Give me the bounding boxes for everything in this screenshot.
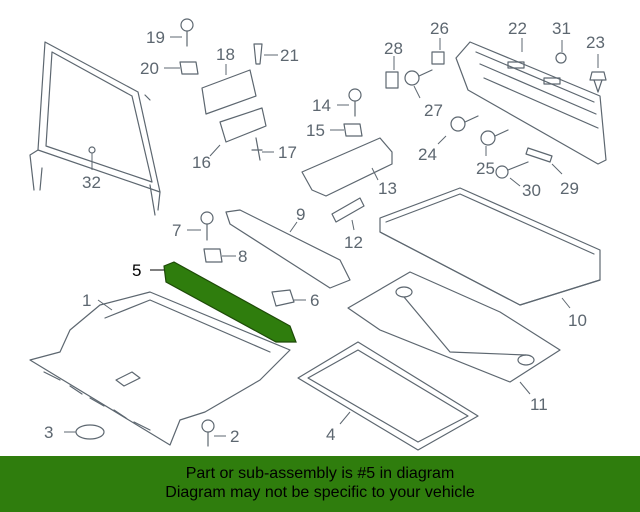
part-9-trim[interactable] (225, 209, 351, 289)
callout-18: 18 (216, 45, 235, 64)
callout-15: 15 (306, 121, 325, 140)
info-banner: Part or sub-assembly is #5 in diagram Di… (0, 456, 640, 512)
part-1-trim-panel[interactable] (29, 291, 291, 446)
part-5-highlighted[interactable] (163, 261, 297, 343)
callout-20: 20 (140, 59, 159, 78)
part-7-screw[interactable] (200, 211, 214, 241)
part-25-bolt[interactable] (480, 129, 509, 146)
callout-17: 17 (278, 143, 297, 162)
part-19-screw[interactable] (180, 18, 194, 47)
part-14-screw[interactable] (348, 88, 362, 117)
banner-line-2: Diagram may not be specific to your vehi… (165, 484, 475, 501)
part-28-clip[interactable] (385, 71, 399, 89)
parts-diagram: 32 19 20 18 21 16 17 14 15 13 (29, 18, 607, 451)
part-15-nut[interactable] (343, 123, 363, 137)
callout-16: 16 (192, 153, 211, 172)
callout-26: 26 (430, 19, 449, 38)
callout-9: 9 (296, 205, 305, 224)
part-3-plug[interactable] (75, 424, 105, 440)
part-26-pad[interactable] (431, 51, 445, 65)
callout-21: 21 (280, 46, 299, 65)
part-20-nut[interactable] (179, 61, 199, 75)
part-31-screw[interactable] (555, 52, 567, 64)
part-18-bracket[interactable] (201, 69, 257, 115)
callout-29: 29 (560, 179, 579, 198)
callout-23: 23 (586, 33, 605, 52)
callout-14: 14 (312, 96, 331, 115)
callout-19: 19 (146, 28, 165, 47)
callout-13: 13 (378, 179, 397, 198)
callout-6: 6 (310, 291, 319, 310)
part-17-clip[interactable] (251, 137, 263, 161)
callout-1: 1 (82, 291, 91, 310)
callout-2: 2 (230, 427, 239, 446)
part-8-nut[interactable] (203, 248, 223, 263)
part-10-cargo-cover[interactable] (379, 187, 601, 306)
part-21-clip[interactable] (253, 43, 263, 65)
callout-27: 27 (424, 101, 443, 120)
callout-31: 31 (552, 19, 571, 38)
part-24-bolt[interactable] (450, 115, 479, 132)
part-16-bracket[interactable] (219, 107, 267, 143)
callout-3: 3 (44, 423, 53, 442)
callout-30: 30 (522, 181, 541, 200)
part-22-rear-trim[interactable] (455, 41, 607, 165)
callout-11: 11 (530, 395, 548, 414)
part-13-trim[interactable] (301, 137, 393, 197)
callout-12: 12 (344, 233, 363, 252)
callout-32: 32 (82, 173, 101, 192)
part-30-bolt[interactable] (495, 161, 529, 179)
callout-4: 4 (326, 425, 335, 444)
part-32-cargo-net[interactable] (29, 41, 161, 216)
callout-28: 28 (384, 39, 403, 58)
callout-10: 10 (568, 311, 587, 330)
callout-5: 5 (132, 261, 141, 280)
part-6-clip[interactable] (271, 289, 295, 307)
part-2-screw[interactable] (201, 419, 215, 447)
part-12-clip[interactable] (331, 197, 365, 223)
part-23-clip[interactable] (589, 71, 607, 93)
callout-25: 25 (476, 159, 495, 178)
callout-8: 8 (238, 247, 247, 266)
callout-7: 7 (172, 221, 181, 240)
part-27-bolt[interactable] (404, 69, 433, 86)
banner-line-1: Part or sub-assembly is #5 in diagram (185, 465, 455, 482)
part-4-mat[interactable] (297, 341, 479, 451)
callout-24: 24 (418, 145, 437, 164)
part-29-clip[interactable] (525, 147, 553, 163)
part-11-floor-board[interactable] (347, 271, 561, 383)
callout-22: 22 (508, 19, 527, 38)
